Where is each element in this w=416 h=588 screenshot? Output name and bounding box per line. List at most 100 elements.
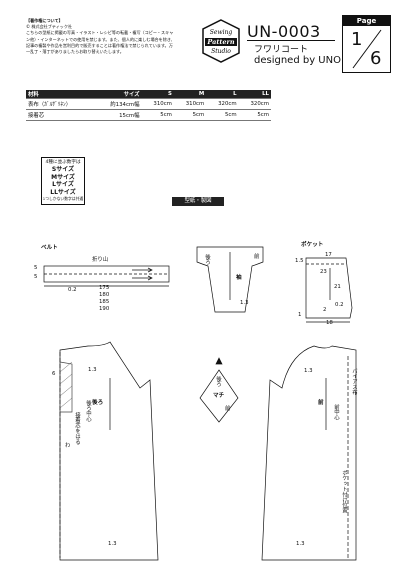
- table-row: 表布（ｶﾞﾙｻﾞﾘﾈﾝ） 約134cm幅 310cm 310cm 320cm 3…: [26, 98, 271, 110]
- pocket-dim-b: 21: [334, 284, 341, 290]
- pocket-dim-d: 2: [323, 307, 327, 313]
- belt-length-l: 185: [99, 299, 110, 305]
- table-cell: 接着芯: [26, 109, 94, 121]
- belt-dim-02: 0.2: [68, 287, 77, 293]
- pocket-dim-e: 1: [298, 312, 302, 318]
- belt-length-s: 175: [99, 285, 110, 291]
- front-body-label: 前: [318, 400, 324, 406]
- gusset-back-label: 後ろ: [215, 376, 221, 387]
- size-legend: 4種に並ぶ数字は Sサイズ Mサイズ Lサイズ LLサイズ 1つしかない数字は共…: [41, 157, 85, 205]
- back-body-label: 後ろ: [92, 400, 104, 406]
- belt-title: ベルト: [41, 245, 58, 251]
- front-dim-top: 1.3: [304, 368, 313, 374]
- pocket-dim-c: 0.2: [335, 302, 344, 308]
- table-cell: 320cm: [206, 98, 239, 110]
- back-fold-mark: わ: [65, 443, 71, 449]
- sleeve-front-label: 前: [254, 254, 260, 260]
- copyright-owner: © 株式会社ブティック社: [26, 24, 73, 30]
- bias-label: バイアス布: [351, 368, 357, 395]
- gusset-outline: [199, 369, 239, 423]
- sewing-pattern-studio-logo: Sewing Pattern Studio: [200, 18, 242, 64]
- table-cell: 320cm: [238, 98, 271, 110]
- pocket-title: ポケット: [301, 242, 324, 248]
- table-cell: 約134cm幅: [93, 98, 142, 110]
- belt-dim-5b: 5: [34, 274, 38, 280]
- back-dim-bottom: 1.3: [108, 541, 117, 547]
- legend-size: Lサイズ: [52, 181, 74, 188]
- pocket-dim-left: 1.5: [295, 258, 304, 264]
- table-header-row: 材料 サイズ S M L LL: [26, 90, 271, 99]
- product-name: フワリコート: [254, 45, 309, 55]
- table-row: 接着芯 15cm幅 5cm 5cm 5cm 5cm: [26, 109, 271, 121]
- gusset-triangle-mark: [215, 357, 223, 365]
- table-cell: 表布（ｶﾞﾙｻﾞﾘﾈﾝ）: [26, 98, 94, 110]
- front-body-outline: [261, 345, 357, 561]
- pocket-outline: [305, 257, 353, 319]
- interfacing-hatch: [59, 385, 73, 397]
- copyright-body: こちらの型紙に掲載の写真・イラスト・レシピ等の転載・複写（コピー・スキャン他）・…: [26, 30, 175, 55]
- table-cell: 15cm幅: [93, 109, 142, 121]
- pocket-position-label: ポケット付け位置: [341, 470, 347, 514]
- gusset-pattern: [199, 357, 239, 423]
- pocket-dim-top: 17: [325, 252, 332, 258]
- belt-length-ll: 190: [99, 306, 110, 312]
- logo-line2: Pattern: [206, 38, 234, 46]
- pocket-dim-a: 23: [320, 269, 327, 275]
- belt-pattern: [43, 265, 170, 287]
- sleeve-pattern: [196, 246, 264, 313]
- page-total: 6: [370, 48, 382, 69]
- back-dim-top: 1.3: [88, 367, 97, 373]
- table-header: S: [141, 90, 174, 99]
- title-divider: [247, 40, 335, 41]
- gusset-label: マチ: [213, 393, 225, 399]
- back-dim-left: 6: [52, 371, 56, 377]
- table-header: LL: [238, 90, 271, 99]
- sleeve-back-label: 後ろ: [204, 254, 210, 265]
- back-body-pattern: [59, 341, 159, 561]
- sleeve-dim: 1.3: [240, 300, 249, 306]
- table-header: サイズ: [93, 90, 142, 99]
- product-code: UN-0003: [247, 22, 321, 41]
- belt-dim-5a: 5: [34, 265, 38, 271]
- legend-size: Mサイズ: [51, 173, 75, 181]
- table-header: L: [206, 90, 239, 99]
- page-current: 1: [351, 29, 363, 50]
- table-cell: 5cm: [238, 109, 271, 121]
- pocket-pattern: [305, 257, 353, 323]
- interfacing-hatch: [59, 397, 73, 409]
- front-center-label: 前中心: [333, 404, 339, 421]
- legend-size: Sサイズ: [51, 166, 75, 173]
- interfacing-hatch: [59, 373, 73, 385]
- legend-size: LLサイズ: [50, 188, 76, 196]
- back-body-outline: [59, 341, 159, 561]
- logo-line1: Sewing: [210, 29, 233, 36]
- section-title: 型紙・製図: [172, 197, 224, 206]
- table-cell: 5cm: [141, 109, 174, 121]
- belt-length-m: 180: [99, 292, 110, 298]
- table-cell: 310cm: [173, 98, 207, 110]
- table-header: 材料: [26, 90, 94, 99]
- table-cell: 310cm: [141, 98, 174, 110]
- interfacing-area: [59, 361, 73, 413]
- sleeve-label: 袖: [236, 275, 242, 281]
- page-label: Page: [343, 16, 390, 26]
- table-header: M: [173, 90, 207, 99]
- front-dim-bottom: 1.3: [296, 541, 305, 547]
- interfacing-note: 接着芯をはる: [74, 412, 80, 445]
- front-body-pattern: [261, 345, 357, 561]
- designer-credit: designed by UNO: [254, 55, 341, 66]
- belt-fold-label: 折り山: [92, 257, 109, 263]
- table-cell: 5cm: [173, 109, 207, 121]
- copyright-notice: 【著作権について】 © 株式会社ブティック社 こちらの型紙に掲載の写真・イラスト…: [26, 18, 176, 55]
- page-slash: [352, 29, 382, 69]
- belt-arrow-head: [147, 275, 153, 281]
- gusset-front-label: 前: [225, 406, 231, 412]
- legend-title: 4種に並ぶ数字は: [45, 160, 81, 165]
- pocket-dim-bottom: 18: [326, 320, 333, 326]
- page-indicator: Page 1 6: [342, 15, 391, 73]
- copyright-heading: 【著作権について】: [26, 18, 63, 23]
- legend-note: 1つしかない数字は共通: [42, 196, 84, 201]
- material-size-table: 材料 サイズ S M L LL 表布（ｶﾞﾙｻﾞﾘﾈﾝ） 約134cm幅 310…: [26, 90, 271, 121]
- back-center-label: 後ろ中心: [85, 400, 91, 422]
- belt-arrow-head: [147, 267, 153, 273]
